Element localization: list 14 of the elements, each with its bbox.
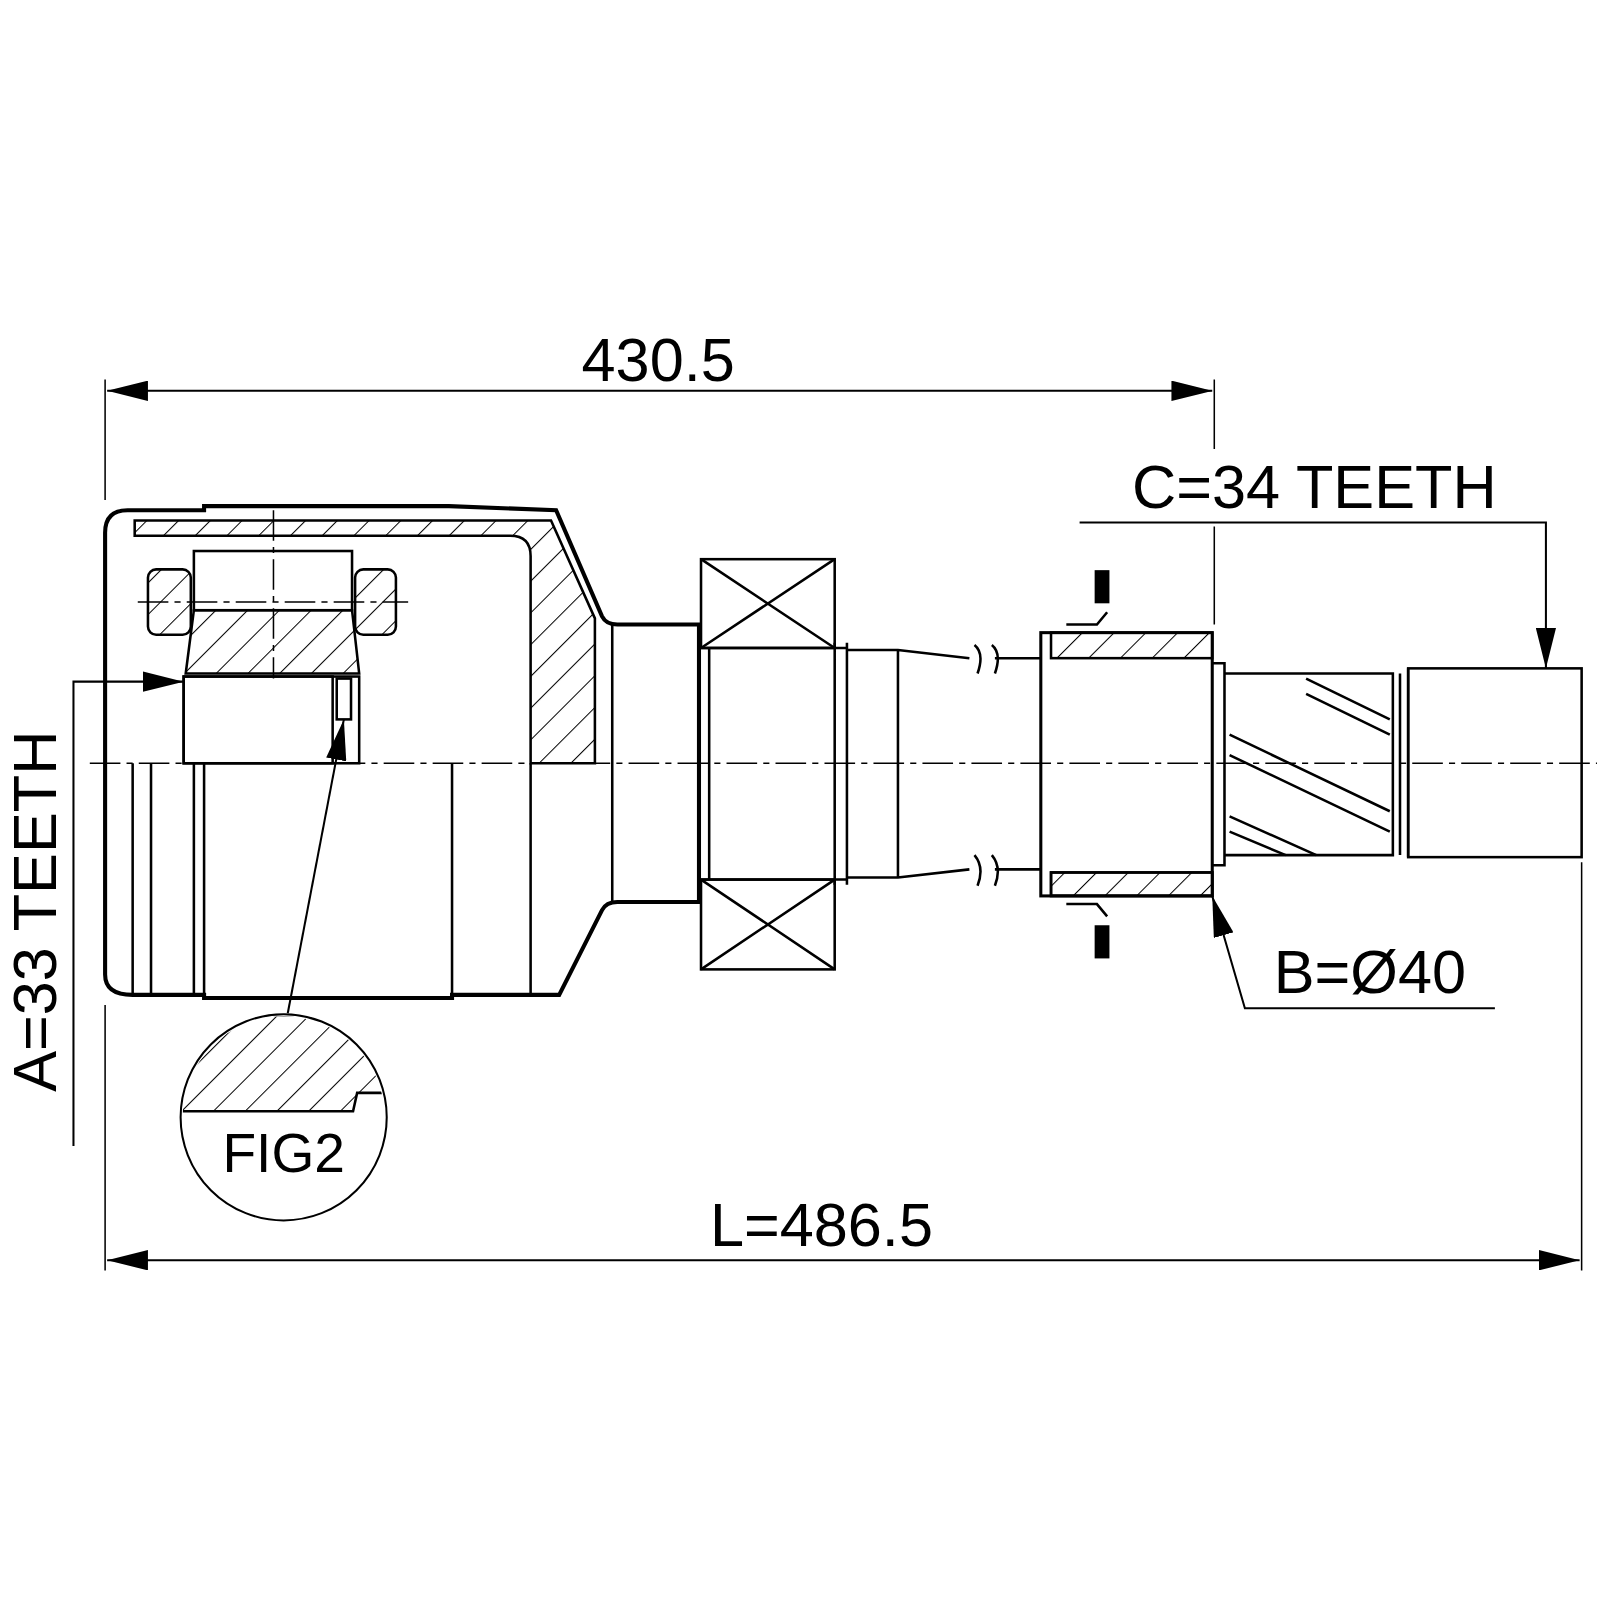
dimension-value: L=486.5	[708, 1191, 934, 1260]
leader-line	[72, 671, 184, 1146]
snap-ring-groove	[335, 677, 353, 721]
figure-label: FIG2	[221, 1122, 346, 1184]
leader-line	[1211, 895, 1495, 1010]
dimension-label: A=33 TEETH	[2, 676, 70, 1146]
dimension-label: B=Ø40	[1244, 938, 1495, 1007]
leader-line	[286, 719, 347, 1014]
sleeve-shoulder	[1049, 871, 1214, 898]
spider-hub	[182, 675, 334, 765]
dimension-label: C=34 TEETH	[1079, 454, 1549, 522]
shaft-spline-end	[1406, 667, 1583, 859]
dimension-value: 430.5	[580, 326, 736, 394]
leader-line	[1079, 521, 1557, 669]
